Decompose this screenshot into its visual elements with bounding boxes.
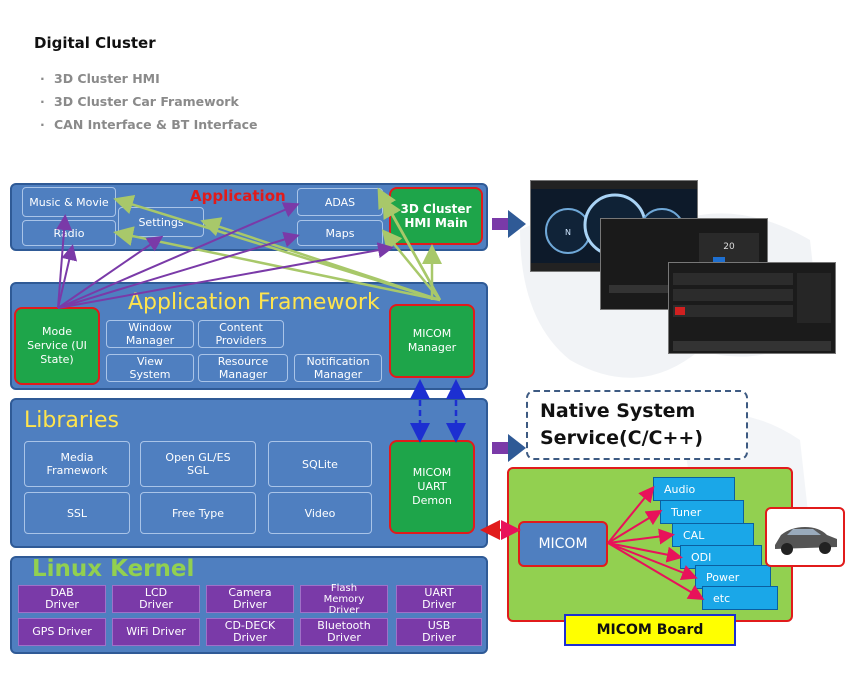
bluetooth-driver-box: Bluetooth Driver bbox=[300, 618, 388, 646]
micom-chip-box: MICOM bbox=[518, 521, 608, 567]
application-title: Application bbox=[190, 187, 286, 205]
native-system-service-box: Native System Service(C/C++) bbox=[526, 390, 748, 460]
page-title: Digital Cluster bbox=[34, 34, 156, 52]
bullet-text: CAN Interface & BT Interface bbox=[54, 117, 258, 132]
media-screenshot bbox=[668, 262, 836, 354]
bullet-item: ·CAN Interface & BT Interface bbox=[40, 117, 258, 132]
framework-title: Application Framework bbox=[128, 290, 380, 315]
sqlite-box: SQLite bbox=[268, 441, 372, 487]
cd-deck-driver-box: CD-DECK Driver bbox=[206, 618, 294, 646]
bullet-item: ·3D Cluster HMI bbox=[40, 71, 160, 86]
notification-manager-box: Notification Manager bbox=[294, 354, 382, 382]
car-icon bbox=[775, 527, 837, 555]
micom-board-label: MICOM Board bbox=[564, 614, 736, 646]
tuner-box: Tuner bbox=[660, 500, 744, 524]
power-box: Power bbox=[695, 565, 771, 589]
dab-driver-box: DAB Driver bbox=[18, 585, 106, 613]
camera-driver-box: Camera Driver bbox=[206, 585, 294, 613]
radio-box: Radio bbox=[22, 220, 116, 246]
gps-driver-box: GPS Driver bbox=[18, 618, 106, 646]
bullet-text: 3D Cluster Car Framework bbox=[54, 94, 239, 109]
lcd-driver-box: LCD Driver bbox=[112, 585, 200, 613]
svg-text:20: 20 bbox=[723, 242, 735, 252]
maps-box: Maps bbox=[297, 220, 383, 246]
bullet-item: ·3D Cluster Car Framework bbox=[40, 94, 239, 109]
cal-box: CAL bbox=[672, 523, 754, 547]
usb-driver-box: USB Driver bbox=[396, 618, 482, 646]
view-system-box: View System bbox=[106, 354, 194, 382]
freetype-box: Free Type bbox=[140, 492, 256, 534]
uart-driver-box: UART Driver bbox=[396, 585, 482, 613]
media-framework-box: Media Framework bbox=[24, 441, 130, 487]
flash-memory-driver-box: Flash Memory Driver bbox=[300, 583, 388, 616]
ssl-box: SSL bbox=[24, 492, 130, 534]
window-manager-box: Window Manager bbox=[106, 320, 194, 348]
wifi-driver-box: WiFi Driver bbox=[112, 618, 200, 646]
etc-box: etc bbox=[702, 586, 778, 610]
kernel-title: Linux Kernel bbox=[32, 556, 195, 582]
adas-box: ADAS bbox=[297, 188, 383, 216]
video-box: Video bbox=[268, 492, 372, 534]
bullet-text: 3D Cluster HMI bbox=[54, 71, 160, 86]
car-image bbox=[765, 507, 845, 567]
svg-text:N: N bbox=[565, 228, 571, 237]
micom-uart-demon-box: MICOM UART Demon bbox=[389, 440, 475, 534]
audio-box: Audio bbox=[653, 477, 735, 501]
mode-service-box: Mode Service (UI State) bbox=[14, 307, 100, 385]
opengl-box: Open GL/ES SGL bbox=[140, 441, 256, 487]
libraries-title: Libraries bbox=[24, 408, 120, 433]
settings-box: Settings bbox=[118, 207, 204, 237]
resource-manager-box: Resource Manager bbox=[198, 354, 288, 382]
media-graphic bbox=[673, 273, 831, 351]
music-movie-box: Music & Movie bbox=[22, 187, 116, 217]
content-providers-box: Content Providers bbox=[198, 320, 284, 348]
micom-manager-box: MICOM Manager bbox=[389, 304, 475, 378]
cluster-hmi-box: 3D Cluster HMI Main bbox=[389, 187, 483, 245]
